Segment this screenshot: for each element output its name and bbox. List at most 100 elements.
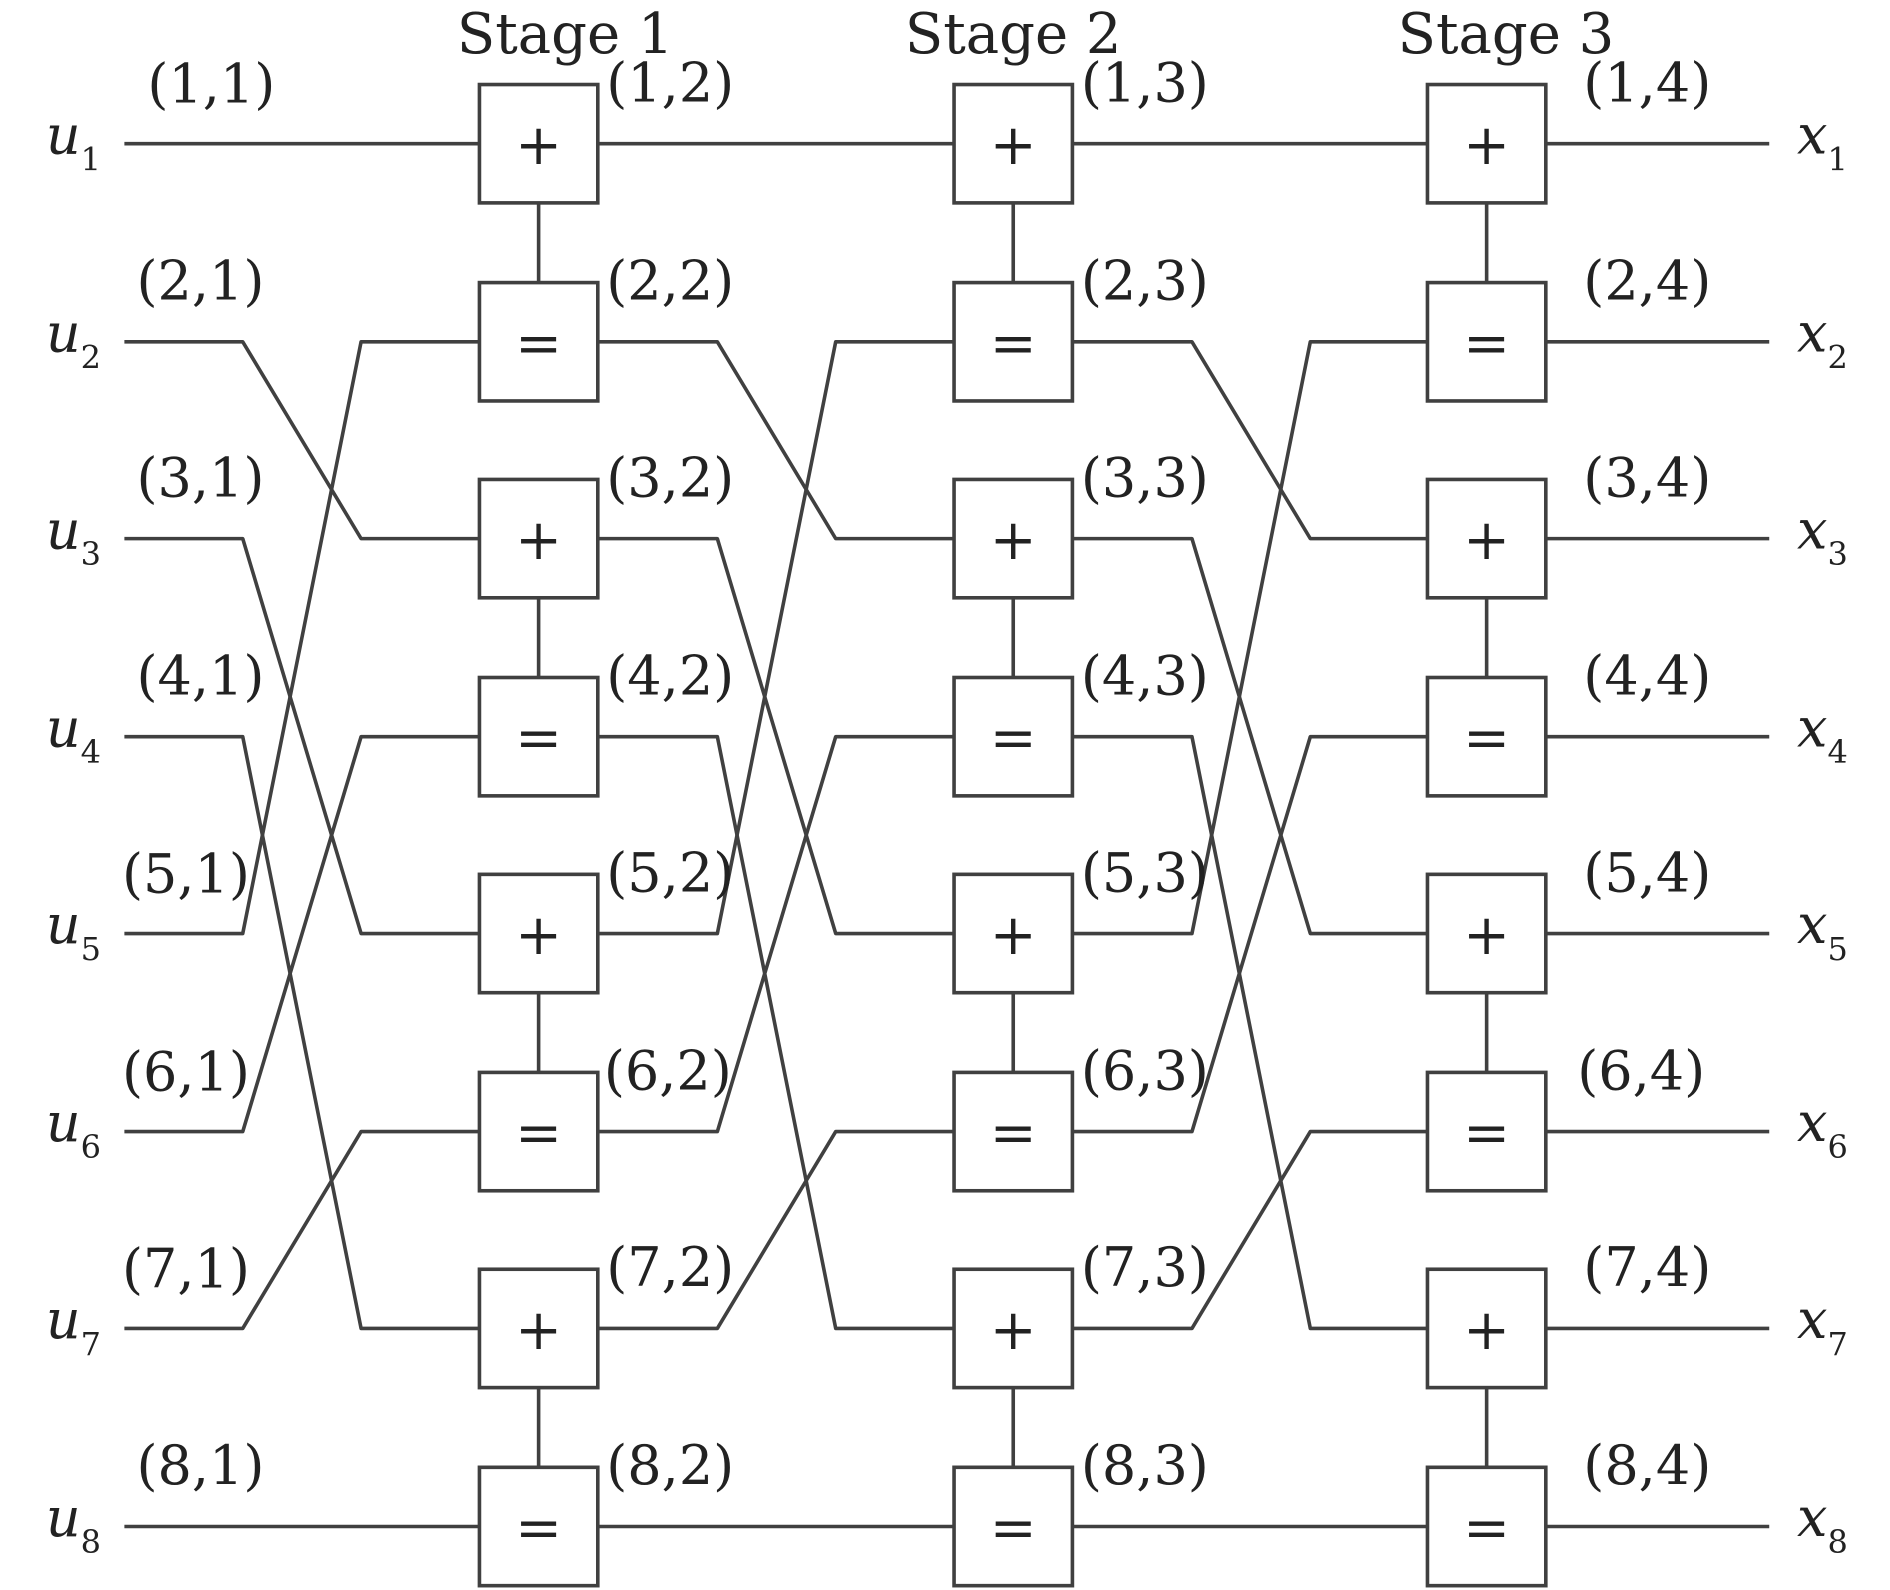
wire-stage3-to-row4 — [1072, 734, 1428, 1134]
xor-node-stage3-row7 — [1425, 1267, 1548, 1390]
xor-node-symbol: + — [990, 508, 1037, 573]
xor-node-symbol: + — [990, 903, 1037, 968]
edge-label-6-4: (6,4) — [1577, 1039, 1705, 1102]
xor-node-stage2-row1 — [952, 82, 1075, 205]
input-label-u8: u8 — [46, 1486, 101, 1561]
xor-node-symbol: + — [515, 1298, 562, 1363]
edge-label-1-2: (1,2) — [606, 51, 734, 114]
edge-label-7-3: (7,3) — [1081, 1236, 1209, 1299]
wire-stage2-to-row3 — [597, 339, 955, 541]
equality-node-stage2-row4 — [952, 675, 1075, 798]
equality-node-stage3-row2 — [1425, 280, 1548, 403]
xor-node-stage2-row3 — [952, 477, 1075, 600]
wires-layer — [124, 141, 1770, 1529]
xor-node-stage3-row5 — [1425, 872, 1548, 995]
edge-label-6-3: (6,3) — [1081, 1039, 1209, 1102]
wire-stage3-to-row7 — [1072, 734, 1428, 1331]
equality-node-symbol: = — [515, 311, 562, 376]
xor-node-stage1-row1 — [477, 82, 600, 205]
equality-node-stage1-row8 — [477, 1465, 600, 1588]
output-label-x5: x5 — [1797, 893, 1848, 968]
equality-node-stage3-row8 — [1425, 1465, 1548, 1588]
equality-node-symbol: = — [515, 1101, 562, 1166]
equality-node-symbol: = — [1463, 1101, 1510, 1166]
node-connectors-layer — [536, 202, 1489, 1468]
output-label-x7: x7 — [1797, 1288, 1848, 1363]
edge-label-5-3: (5,3) — [1081, 841, 1209, 904]
input-label-u6: u6 — [46, 1091, 101, 1166]
xor-node-symbol: + — [990, 1298, 1037, 1363]
wire-stage1-to-row5 — [124, 536, 480, 936]
xor-node-symbol: + — [1463, 113, 1510, 178]
edge-label-2-2: (2,2) — [606, 250, 734, 313]
equality-node-stage2-row8 — [952, 1465, 1075, 1588]
xor-node-symbol: + — [1463, 1298, 1510, 1363]
equality-node-stage1-row6 — [477, 1070, 600, 1193]
edge-label-6-2: (6,2) — [604, 1039, 732, 1102]
output-label-x1: x1 — [1797, 103, 1848, 178]
wire-stage3-to-row2 — [1072, 339, 1428, 936]
edge-label-4-3: (4,3) — [1081, 644, 1209, 707]
equality-node-symbol: = — [990, 1496, 1037, 1561]
stage-2-title: Stage 2 — [905, 2, 1122, 67]
equality-node-stage3-row4 — [1425, 675, 1548, 798]
edge-label-8-3: (8,3) — [1081, 1434, 1209, 1497]
edge-label-4-4: (4,4) — [1583, 644, 1711, 707]
nodes-layer: +=+=+=+=+=+=+=+=+=+=+=+= — [477, 82, 1548, 1588]
edge-label-6-1: (6,1) — [122, 1041, 250, 1104]
edge-label-3-4: (3,4) — [1583, 446, 1711, 509]
equality-node-symbol: = — [1463, 1496, 1510, 1561]
stage-3-title: Stage 3 — [1398, 2, 1615, 67]
xor-node-stage1-row3 — [477, 477, 600, 600]
output-label-x4: x4 — [1797, 696, 1848, 771]
edge-label-3-1: (3,1) — [136, 446, 264, 509]
input-label-u4: u4 — [46, 696, 101, 771]
edge-label-5-1: (5,1) — [122, 842, 250, 905]
wire-stage1-to-row7 — [124, 734, 480, 1331]
wire-stage1-to-row6 — [124, 1129, 480, 1331]
equality-node-symbol: = — [515, 1496, 562, 1561]
edge-label-8-1: (8,1) — [136, 1434, 264, 1497]
equality-node-symbol: = — [990, 1101, 1037, 1166]
equality-node-stage2-row6 — [952, 1070, 1075, 1193]
output-label-x2: x2 — [1797, 301, 1848, 376]
wire-stage1-to-row4 — [124, 734, 480, 1134]
edge-label-1-3: (1,3) — [1081, 51, 1209, 114]
xor-node-stage2-row7 — [952, 1267, 1075, 1390]
wire-stage1-to-row3 — [124, 339, 480, 541]
equality-node-stage1-row4 — [477, 675, 600, 798]
wire-stage1-to-row2 — [124, 339, 480, 936]
xor-node-symbol: + — [515, 903, 562, 968]
equality-node-stage2-row2 — [952, 280, 1075, 403]
equality-node-symbol: = — [1463, 311, 1510, 376]
input-label-u3: u3 — [46, 498, 101, 573]
equality-node-symbol: = — [515, 706, 562, 771]
edge-label-1-4: (1,4) — [1583, 51, 1711, 114]
output-label-x3: x3 — [1797, 498, 1848, 573]
edge-label-1-1: (1,1) — [147, 53, 275, 116]
edge-label-7-1: (7,1) — [122, 1237, 250, 1300]
edge-label-2-3: (2,3) — [1081, 250, 1209, 313]
xor-node-symbol: + — [990, 113, 1037, 178]
xor-node-stage3-row3 — [1425, 477, 1548, 600]
input-label-u2: u2 — [46, 301, 101, 376]
wire-stage3-to-row3 — [1072, 339, 1428, 541]
wire-stage2-to-row7 — [597, 734, 955, 1331]
edge-label-5-2: (5,2) — [606, 841, 734, 904]
equality-node-symbol: = — [990, 706, 1037, 771]
xor-node-symbol: + — [1463, 903, 1510, 968]
edge-label-5-4: (5,4) — [1583, 841, 1711, 904]
equality-node-symbol: = — [990, 311, 1037, 376]
wire-stage2-to-row4 — [597, 734, 955, 1134]
xor-node-stage3-row1 — [1425, 82, 1548, 205]
xor-node-stage1-row7 — [477, 1267, 600, 1390]
output-label-x6: x6 — [1797, 1091, 1848, 1166]
input-label-u1: u1 — [46, 103, 101, 178]
edge-label-3-3: (3,3) — [1081, 446, 1209, 509]
edge-label-8-2: (8,2) — [606, 1434, 734, 1497]
edge-label-8-4: (8,4) — [1583, 1434, 1711, 1497]
wire-stage3-to-row5 — [1072, 536, 1428, 936]
equality-node-stage3-row6 — [1425, 1070, 1548, 1193]
